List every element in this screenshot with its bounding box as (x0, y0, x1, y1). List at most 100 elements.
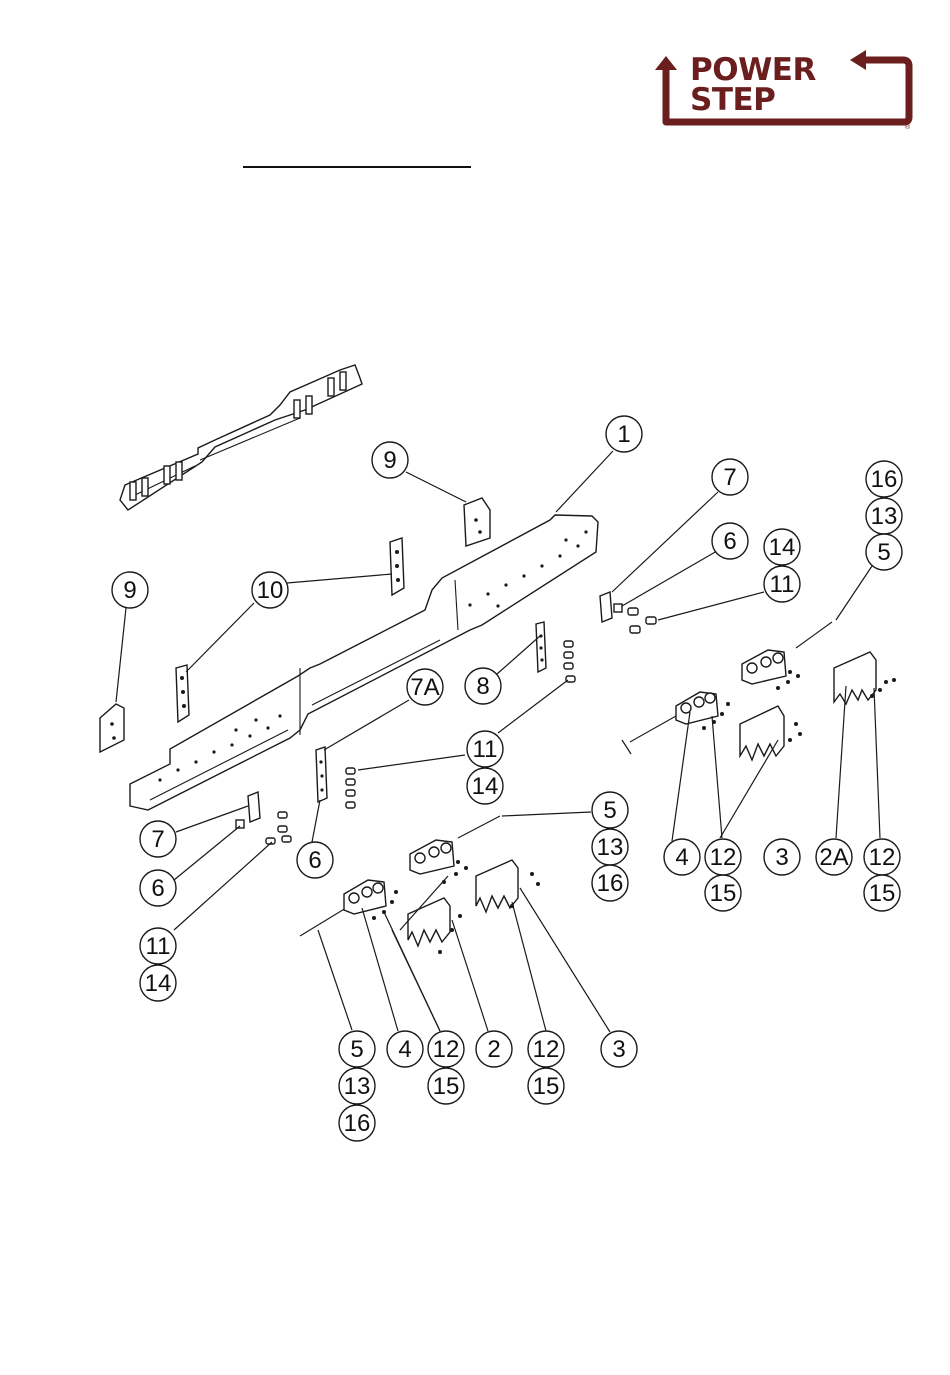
callout-13: 13 (592, 829, 628, 865)
callout-16: 16 (592, 865, 628, 901)
callout-11: 11 (764, 566, 800, 602)
callout-6: 6 (712, 523, 748, 559)
callout-4: 4 (664, 839, 700, 875)
callout-label: 12 (710, 844, 737, 871)
callout-label: 2 (487, 1036, 500, 1063)
callout-3: 3 (764, 839, 800, 875)
bracket-7-right (600, 592, 622, 622)
callout-5: 5 (339, 1031, 375, 1067)
callout-label: 3 (612, 1036, 625, 1063)
callout-label: 15 (869, 880, 896, 907)
callout-13: 13 (866, 498, 902, 534)
bolt-group-11-right (628, 608, 656, 633)
strap-8 (536, 622, 546, 672)
callout-3: 3 (601, 1031, 637, 1067)
callout-6: 6 (140, 870, 176, 906)
callout-12: 12 (864, 839, 900, 875)
callout-9: 9 (112, 572, 148, 608)
hinge-assembly-lower-left (300, 880, 398, 936)
callout-label: 5 (877, 539, 890, 566)
hinge-assembly-upper-right (742, 622, 832, 690)
callout-5: 5 (592, 792, 628, 828)
strap-10-upper (390, 538, 404, 595)
callout-label: 11 (473, 736, 498, 763)
callout-label: 4 (398, 1036, 411, 1063)
callout-label: 2A (819, 844, 848, 871)
bolt-group-11-left (266, 812, 291, 844)
bolt-group-11-center (346, 768, 355, 808)
callout-7A: 7A (407, 669, 443, 705)
bolt-group-11-mid (564, 641, 575, 682)
callout-label: 14 (145, 970, 172, 997)
callout-label: 6 (151, 875, 164, 902)
callout-label: 3 (775, 844, 788, 871)
callout-label: 6 (723, 528, 736, 555)
callout-label: 5 (350, 1036, 363, 1063)
callout-label: 15 (710, 880, 737, 907)
callout-15: 15 (528, 1068, 564, 1104)
callout-label: 13 (344, 1073, 371, 1100)
strap-7A (316, 747, 327, 802)
callout-label: 13 (871, 503, 898, 530)
logo-registered-mark: ® (905, 123, 911, 131)
callout-label: 7 (723, 464, 736, 491)
callout-15: 15 (864, 875, 900, 911)
callout-5: 5 (866, 534, 902, 570)
callout-label: 12 (869, 844, 896, 871)
callout-11: 11 (140, 928, 176, 964)
strap-10-lower (176, 665, 189, 722)
callout-7: 7 (712, 459, 748, 495)
callout-label: 5 (603, 797, 616, 824)
callout-bubbles: 1 9 7 16 13 6 14 5 11 9 10 7A 8 11 14 5 7 13 4 12 3 2A 12 6 16 6 1… (112, 416, 902, 1141)
logo-arrow-left-icon (850, 50, 866, 70)
callout-16: 16 (339, 1105, 375, 1141)
callout-label: 10 (257, 577, 284, 604)
bracket-7-left (236, 792, 260, 828)
logo-line2: STEP (690, 82, 775, 118)
callout-label: 16 (597, 870, 624, 897)
callout-2A: 2A (816, 839, 852, 875)
callout-12: 12 (528, 1031, 564, 1067)
callout-label: 16 (344, 1110, 371, 1137)
main-frame-rail (130, 515, 598, 810)
callout-label: 16 (871, 466, 898, 493)
callout-label: 11 (146, 933, 171, 960)
callout-label: 12 (433, 1036, 460, 1063)
callout-9: 9 (372, 442, 408, 478)
callout-label: 15 (433, 1073, 460, 1100)
step-bracket-2A (834, 652, 896, 704)
callout-label: 7A (410, 674, 439, 701)
callout-10: 10 (252, 572, 288, 608)
callout-label: 12 (533, 1036, 560, 1063)
callout-2: 2 (476, 1031, 512, 1067)
callout-12: 12 (705, 839, 741, 875)
assembled-frame-view (120, 365, 362, 510)
callout-16: 16 (866, 461, 902, 497)
callout-label: 1 (617, 421, 630, 448)
callout-8: 8 (465, 668, 501, 704)
callout-7: 7 (140, 821, 176, 857)
callout-label: 11 (770, 571, 795, 598)
callout-14: 14 (764, 529, 800, 565)
callout-13: 13 (339, 1068, 375, 1104)
callout-label: 14 (769, 534, 796, 561)
callout-label: 9 (383, 447, 396, 474)
callout-1: 1 (606, 416, 642, 452)
callout-14: 14 (140, 965, 176, 1001)
callout-label: 4 (675, 844, 688, 871)
plate-9-left (100, 704, 124, 752)
power-step-logo: POWER STEP ® (655, 50, 911, 131)
callout-label: 7 (151, 826, 164, 853)
callout-14: 14 (467, 768, 503, 804)
plate-9-right (464, 498, 490, 546)
callout-12: 12 (428, 1031, 464, 1067)
callout-label: 9 (123, 577, 136, 604)
callout-label: 8 (476, 673, 489, 700)
callout-label: 6 (308, 847, 321, 874)
callout-label: 13 (597, 834, 624, 861)
callout-6: 6 (297, 842, 333, 878)
callout-15: 15 (705, 875, 741, 911)
callout-label: 14 (472, 773, 499, 800)
